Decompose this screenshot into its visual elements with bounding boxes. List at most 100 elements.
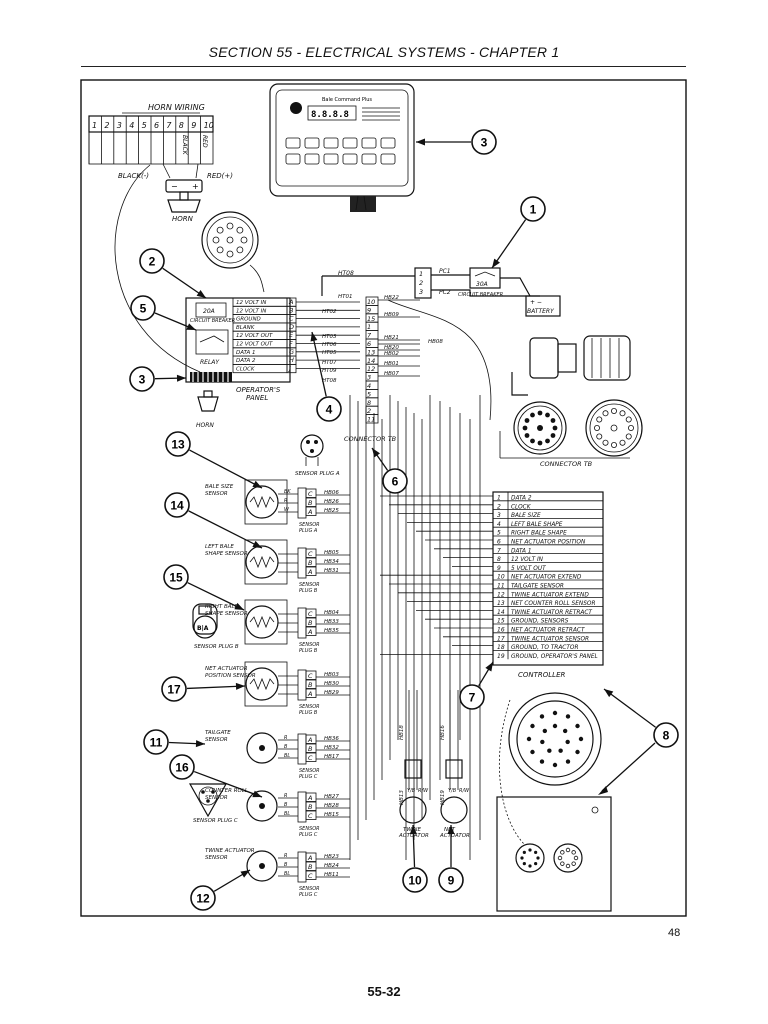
sensor-pin-A: A (307, 628, 312, 636)
supply-wire-pc2: PC2 (439, 289, 451, 296)
tb-pin-10: 10 (367, 298, 375, 306)
supply-breaker-rating: 30A (476, 281, 488, 288)
sensor-pin-A: A (307, 854, 312, 862)
battery-icon (525, 295, 561, 317)
tb-pin-14: 14 (367, 357, 375, 365)
controller-conn-pin (575, 723, 580, 729)
panel-wire-ht03: HT03 (322, 334, 337, 340)
callout-14: 14 (164, 492, 263, 549)
horn-label-top: HORN (172, 215, 194, 223)
sensor-pin-B: B (308, 681, 313, 689)
actuator-wire: HB13 (399, 790, 405, 805)
sensor-pin-B: B (308, 803, 313, 811)
callout-9: 9 (438, 825, 464, 893)
power-supply: HT08 123 PC1 PC2 30A CIRCUIT BREAKER + −… (321, 267, 561, 421)
sensor-wire-color: R (284, 735, 287, 741)
sensor-name: SHAPE SENSOR (205, 611, 248, 617)
sensor-wire-hb25: HB25 (324, 508, 339, 514)
plug-pin (216, 226, 224, 234)
controller-conn-pin (539, 714, 545, 719)
callout-2: 2 (139, 248, 207, 299)
controller-conn-pin (552, 723, 558, 729)
callout-number: 8 (663, 729, 670, 743)
tb-wire-hb09: HB09 (384, 312, 399, 318)
panel-caption-1: OPERATOR'S (236, 386, 281, 394)
sensor-name: POSITION SENSOR (205, 673, 256, 679)
plug-pin (226, 222, 234, 230)
sensor-name: SENSOR (205, 855, 228, 861)
monitor-button (342, 137, 358, 149)
controller-pin-label: GROUND, SENSORS (511, 619, 569, 625)
callout-number: 5 (140, 302, 147, 316)
controller-pin-12: 12 (497, 591, 505, 598)
monitor-button (285, 137, 301, 149)
panel-plug-face (201, 211, 265, 293)
controller-conn-pin (565, 739, 570, 745)
sensor-plug-caption: PLUG A (299, 528, 318, 534)
callout-4: 4 (310, 331, 342, 422)
sensor-wire-hb34: HB34 (324, 559, 339, 565)
callout-number: 15 (169, 571, 183, 585)
controller-conn-pin (565, 714, 571, 719)
controller-pin-7: 7 (497, 547, 501, 554)
panel-pin-label: CLOCK (236, 366, 255, 372)
panel-pin-letter-C: C (289, 315, 294, 323)
sensor-wire-color: BK (284, 489, 291, 495)
sensor-pin-B: B (308, 745, 313, 753)
callout-16: 16 (169, 754, 263, 798)
callout-number: 14 (170, 499, 184, 513)
monitor-button (304, 137, 320, 149)
panel-pin-label: DATA 2 (236, 358, 256, 364)
supply-wire-pc1: PC1 (439, 268, 451, 275)
sensor-plug-caption: SENSOR (299, 768, 320, 774)
controller-pin-label: GROUND, OPERATOR'S PANEL (511, 654, 598, 660)
connector-tb-detail-caption: CONNECTOR TB (540, 460, 593, 468)
controller-pin-label: NET ACTUATOR POSITION (511, 540, 586, 546)
controller-pin-label: 5 VOLT OUT (511, 566, 546, 572)
sensor-plug-caption: PLUG B (299, 588, 318, 594)
callout-number: 6 (392, 475, 399, 489)
controller-pin-label: RIGHT BALE SHAPE (511, 531, 567, 537)
callout-13: 13 (165, 431, 263, 489)
sensor-plug-caption: PLUG C (299, 832, 318, 838)
sensor-plug-caption: PLUG C (299, 774, 318, 780)
callout-number: 1 (530, 203, 537, 217)
actuator-pin-label: R/W (459, 788, 470, 794)
callout-3: 3 (129, 366, 187, 392)
controller-pin-label: CLOCK (511, 504, 532, 510)
sensor-wire-color: R (284, 498, 287, 504)
diagram-frame (80, 79, 687, 917)
callout-15: 15 (163, 564, 245, 611)
sensor-name: NET ACTUATOR (205, 666, 248, 672)
sensor-wire-hb30: HB30 (324, 681, 339, 687)
controller-pin-label: BALE SIZE (511, 513, 541, 519)
callout-3: 3 (416, 129, 497, 155)
monitor-brand: Bale Command Plus (322, 97, 372, 103)
horn-icon (167, 199, 201, 213)
tb-wire-hb21: HB21 (384, 335, 399, 341)
callout-11: 11 (143, 729, 206, 755)
sensor-wire-hb33: HB33 (324, 619, 339, 625)
callout-1: 1 (491, 196, 546, 269)
actuator-wire: HB16 (440, 725, 446, 740)
tb-pin-11: 11 (367, 416, 375, 424)
panel-wire-ht08: HT08 (322, 378, 337, 384)
sensor-plug-caption: PLUG B (299, 648, 318, 654)
sensor-wire-hb17: HB17 (324, 754, 339, 760)
sensor-pin-B: B (308, 559, 313, 567)
actuator-wire: HB19 (440, 790, 446, 805)
controller-conn-pin (540, 739, 545, 745)
tb-pin-7: 7 (367, 332, 372, 340)
plug-pin (236, 246, 244, 254)
panel-wire-ht09: HT09 (322, 368, 337, 374)
panel-relay-label: RELAY (200, 359, 220, 366)
svg-text:8.8.8.8: 8.8.8.8 (311, 110, 349, 120)
controller-pin-6: 6 (497, 539, 501, 546)
panel-wire-ht01: HT01 (338, 294, 353, 300)
controller-pin-label: NET ACTUATOR RETRACT (511, 628, 585, 634)
sensor-name: TWINE ACTUATOR (205, 848, 255, 854)
